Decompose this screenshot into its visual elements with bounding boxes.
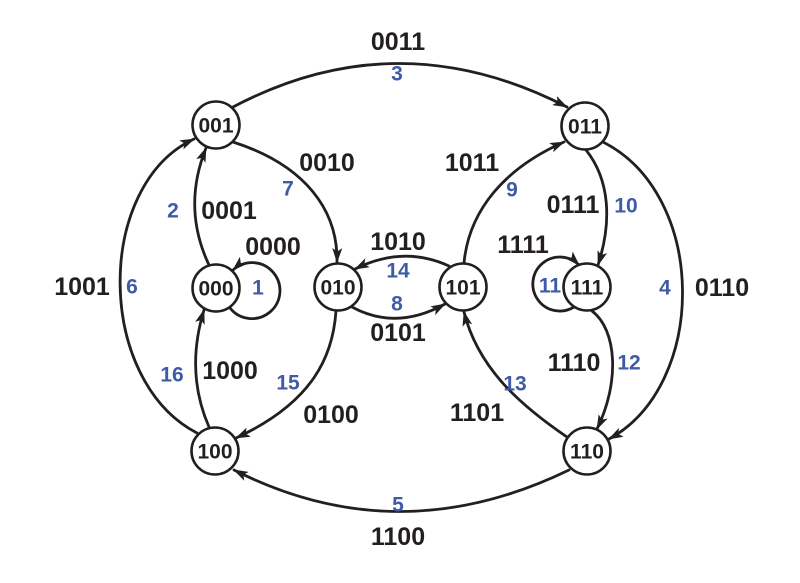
edge-0100-label: 0100	[303, 401, 359, 429]
node-110-label: 110	[570, 441, 604, 464]
edge-0010-number: 7	[282, 178, 294, 201]
node-011-circle	[560, 101, 610, 151]
node-001-circle	[191, 100, 241, 150]
edge-0101-arrow	[350, 302, 447, 320]
edge-0010-label: 0010	[299, 149, 355, 177]
edge-1001-number: 6	[126, 276, 138, 299]
edge-1011-arrow	[462, 140, 566, 265]
edge-0111-number: 10	[614, 195, 637, 218]
edge-0110-label: 0110	[695, 274, 749, 302]
edge-0111-label: 0111	[547, 191, 600, 219]
node-100-circle	[190, 426, 240, 476]
edge-0110-number: 4	[659, 277, 671, 300]
edge-0011-label: 0011	[371, 28, 425, 56]
edge-1000-arrow	[194, 308, 211, 429]
edge-0001-label: 0001	[201, 197, 257, 225]
edge-0011-number: 3	[391, 63, 403, 86]
edge-0111-arrow	[584, 148, 609, 267]
edge-0100-arrow	[234, 309, 338, 440]
node-111: 111	[562, 262, 612, 312]
edge-1100-number: 5	[392, 494, 404, 517]
edge-1101-arrow	[462, 310, 569, 439]
edge-1110-label: 1110	[548, 349, 601, 377]
node-000: 000	[191, 263, 241, 313]
edge-0100-number: 15	[276, 372, 300, 395]
edge-0110-arrow	[601, 140, 684, 441]
edge-1010-label: 1010	[370, 228, 426, 256]
edge-1010-number: 14	[386, 260, 410, 283]
edge-1011-number: 9	[506, 179, 518, 202]
node-010: 010	[313, 262, 363, 312]
edge-1001-label: 1001	[54, 273, 110, 301]
edge-1000-number: 16	[160, 364, 183, 387]
node-100-label: 100	[197, 441, 232, 464]
nodes-layer: 000 001 010 011 100 101 110 111	[190, 100, 612, 476]
edge-0000-arrow	[228, 256, 282, 321]
edge-0001-number: 2	[167, 200, 179, 223]
edge-0101-label: 0101	[370, 319, 426, 347]
node-000-label: 000	[198, 278, 233, 301]
edge-1100-label: 1100	[371, 523, 425, 551]
edge-1110-arrow	[590, 309, 614, 431]
node-100: 100	[190, 426, 240, 476]
node-010-label: 010	[320, 277, 355, 300]
node-101-label: 101	[445, 277, 480, 300]
edge-1011-label: 1011	[445, 149, 499, 177]
edge-1101-label: 1101	[450, 399, 504, 427]
node-010-circle	[313, 262, 363, 312]
edge-1110-number: 12	[617, 352, 640, 375]
node-001: 001	[191, 100, 241, 150]
node-011-label: 011	[568, 116, 602, 139]
node-000-circle	[191, 263, 241, 313]
edge-0010-arrow	[231, 140, 343, 264]
edge-1111-number: 11	[539, 275, 562, 298]
labels-layer: 0000 1 0001 2 0011 3 0110 4 1100 5 1001 …	[54, 28, 749, 551]
node-101-circle	[438, 262, 488, 312]
node-110-circle	[562, 426, 612, 476]
node-111-circle	[562, 262, 612, 312]
edge-1111-label: 1111	[497, 231, 549, 259]
edge-1111-arrow	[531, 251, 581, 313]
edge-1010-arrow	[353, 254, 451, 271]
edge-1000-label: 1000	[202, 357, 258, 385]
edge-1100-arrow	[232, 468, 571, 513]
node-111-label: 111	[571, 277, 604, 300]
edge-0000-label: 0000	[245, 233, 301, 261]
node-001-label: 001	[198, 115, 233, 138]
edge-0000-number: 1	[252, 277, 264, 300]
node-110: 110	[562, 426, 612, 476]
node-101: 101	[438, 262, 488, 312]
edge-0011-arrow	[231, 62, 569, 109]
edge-0001-arrow	[193, 146, 211, 267]
edges-layer	[118, 62, 684, 513]
node-011: 011	[560, 101, 610, 151]
edge-1101-number: 13	[503, 373, 526, 396]
edge-0101-number: 8	[391, 293, 403, 316]
edge-1001-arrow	[118, 137, 199, 435]
